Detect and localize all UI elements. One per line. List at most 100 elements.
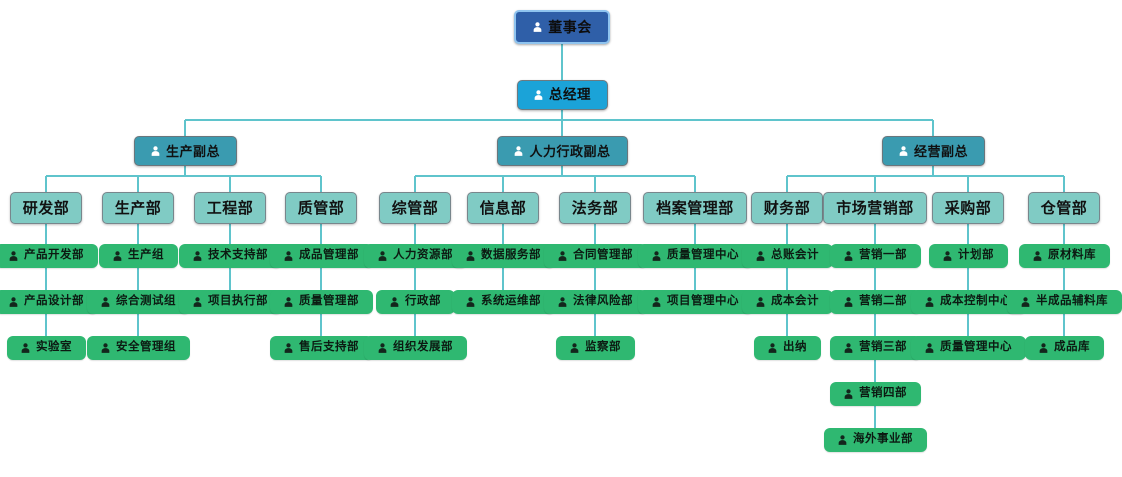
node-vp-1[interactable]: 人力行政副总 bbox=[496, 136, 628, 166]
node-vp-2[interactable]: 经营副总 bbox=[881, 136, 985, 166]
connector-dept-drop-9 bbox=[874, 176, 876, 192]
node-team-2-1[interactable]: 项目执行部 bbox=[178, 290, 282, 314]
node-team-3-2[interactable]: 售后支持部 bbox=[269, 336, 373, 360]
connector-gm-down bbox=[561, 110, 563, 120]
node-department-11[interactable]: 仓管部 bbox=[1028, 192, 1100, 224]
node-department-8[interactable]: 财务部 bbox=[751, 192, 823, 224]
node-team-0-1[interactable]: 产品设计部 bbox=[0, 290, 98, 314]
connector-dept-to-leaf-10 bbox=[967, 224, 969, 244]
node-department-2[interactable]: 工程部 bbox=[194, 192, 266, 224]
person-icon bbox=[898, 145, 909, 157]
node-team-11-0[interactable]: 原材料库 bbox=[1018, 244, 1110, 268]
node-team-3-1[interactable]: 质量管理部 bbox=[269, 290, 373, 314]
connector-leaf-chain-11-1 bbox=[1063, 314, 1065, 336]
node-team-6-2[interactable]: 监察部 bbox=[555, 336, 635, 360]
node-team-9-2[interactable]: 营销三部 bbox=[829, 336, 921, 360]
node-team-8-2-label: 出纳 bbox=[783, 341, 807, 354]
person-icon bbox=[1020, 296, 1031, 308]
node-team-11-2[interactable]: 成品库 bbox=[1024, 336, 1104, 360]
node-team-8-1[interactable]: 成本会计 bbox=[741, 290, 833, 314]
node-department-5[interactable]: 信息部 bbox=[467, 192, 539, 224]
person-icon bbox=[377, 342, 388, 354]
person-icon bbox=[389, 296, 400, 308]
person-icon bbox=[651, 250, 662, 262]
person-icon bbox=[569, 342, 580, 354]
node-team-10-0[interactable]: 计划部 bbox=[928, 244, 1008, 268]
connector-dept-to-leaf-0 bbox=[45, 224, 47, 244]
node-team-5-1[interactable]: 系统运维部 bbox=[451, 290, 555, 314]
node-team-9-1[interactable]: 营销二部 bbox=[829, 290, 921, 314]
node-department-3-label: 质管部 bbox=[297, 199, 345, 217]
connector-level2-drop-2 bbox=[932, 120, 934, 136]
connector-leaf-chain-4-0 bbox=[414, 268, 416, 290]
person-icon bbox=[465, 250, 476, 262]
node-team-8-0[interactable]: 总账会计 bbox=[741, 244, 833, 268]
node-department-7[interactable]: 档案管理部 bbox=[643, 192, 747, 224]
node-team-6-1[interactable]: 法律风险部 bbox=[543, 290, 647, 314]
node-team-0-0[interactable]: 产品开发部 bbox=[0, 244, 98, 268]
node-team-7-0-label: 质量管理中心 bbox=[667, 249, 739, 262]
node-team-10-1[interactable]: 成本控制中心 bbox=[910, 290, 1026, 314]
node-team-4-2[interactable]: 组织发展部 bbox=[363, 336, 467, 360]
node-team-10-2[interactable]: 质量管理中心 bbox=[910, 336, 1026, 360]
node-team-7-0[interactable]: 质量管理中心 bbox=[637, 244, 753, 268]
node-team-8-2[interactable]: 出纳 bbox=[753, 336, 821, 360]
node-team-8-0-label: 总账会计 bbox=[771, 249, 819, 262]
node-department-3[interactable]: 质管部 bbox=[285, 192, 357, 224]
person-icon bbox=[843, 388, 854, 400]
node-team-3-2-label: 售后支持部 bbox=[299, 341, 359, 354]
node-team-2-1-label: 项目执行部 bbox=[208, 295, 268, 308]
person-icon bbox=[150, 145, 161, 157]
node-team-1-1[interactable]: 综合测试组 bbox=[86, 290, 190, 314]
connector-leaf-chain-0-0 bbox=[45, 268, 47, 290]
node-department-6[interactable]: 法务部 bbox=[559, 192, 631, 224]
node-team-7-1[interactable]: 项目管理中心 bbox=[637, 290, 753, 314]
node-team-0-2[interactable]: 实验室 bbox=[6, 336, 86, 360]
node-team-4-0-label: 人力资源部 bbox=[393, 249, 453, 262]
connector-leaf-chain-11-0 bbox=[1063, 268, 1065, 290]
node-team-0-2-label: 实验室 bbox=[36, 341, 72, 354]
node-team-9-3[interactable]: 营销四部 bbox=[829, 382, 921, 406]
node-department-1[interactable]: 生产部 bbox=[102, 192, 174, 224]
node-team-6-0-label: 合同管理部 bbox=[573, 249, 633, 262]
node-vp-0[interactable]: 生产副总 bbox=[133, 136, 237, 166]
connector-leaf-chain-10-1 bbox=[967, 314, 969, 336]
node-department-4[interactable]: 综管部 bbox=[379, 192, 451, 224]
node-team-3-0[interactable]: 成品管理部 bbox=[269, 244, 373, 268]
node-team-9-0-label: 营销一部 bbox=[859, 249, 907, 262]
connector-dept-drop-11 bbox=[1063, 176, 1065, 192]
person-icon bbox=[192, 250, 203, 262]
node-team-5-0[interactable]: 数据服务部 bbox=[451, 244, 555, 268]
node-team-9-0[interactable]: 营销一部 bbox=[829, 244, 921, 268]
node-department-10[interactable]: 采购部 bbox=[932, 192, 1004, 224]
node-board-of-directors[interactable]: 董事会 bbox=[514, 10, 610, 44]
connector-dept-drop-3 bbox=[320, 176, 322, 192]
connector-leaf-chain-10-0 bbox=[967, 268, 969, 290]
connector-dept-to-leaf-7 bbox=[694, 224, 696, 244]
person-icon bbox=[942, 250, 953, 262]
node-team-1-2[interactable]: 安全管理组 bbox=[86, 336, 190, 360]
node-team-4-1[interactable]: 行政部 bbox=[375, 290, 455, 314]
node-team-8-1-label: 成本会计 bbox=[771, 295, 819, 308]
node-vp-0-label: 生产副总 bbox=[165, 143, 220, 159]
node-team-9-4-label: 海外事业部 bbox=[853, 433, 913, 446]
node-team-4-0[interactable]: 人力资源部 bbox=[363, 244, 467, 268]
connector-group-bus-0 bbox=[46, 175, 321, 177]
connector-leaf-chain-6-0 bbox=[594, 268, 596, 290]
connector-dept-drop-4 bbox=[414, 176, 416, 192]
node-team-10-1-label: 成本控制中心 bbox=[940, 295, 1012, 308]
node-team-2-0[interactable]: 技术支持部 bbox=[178, 244, 282, 268]
connector-leaf-chain-1-1 bbox=[137, 314, 139, 336]
connector-dept-drop-0 bbox=[45, 176, 47, 192]
node-general-manager[interactable]: 总经理 bbox=[516, 80, 608, 110]
connector-level2-drop-1 bbox=[561, 120, 563, 136]
node-team-6-0[interactable]: 合同管理部 bbox=[543, 244, 647, 268]
node-department-0[interactable]: 研发部 bbox=[10, 192, 82, 224]
connector-leaf-chain-6-1 bbox=[594, 314, 596, 336]
connector-leaf-chain-9-0 bbox=[874, 268, 876, 290]
node-team-9-4[interactable]: 海外事业部 bbox=[823, 428, 927, 452]
node-team-11-1[interactable]: 半成品辅料库 bbox=[1006, 290, 1122, 314]
node-team-1-0[interactable]: 生产组 bbox=[98, 244, 178, 268]
connector-dept-drop-8 bbox=[786, 176, 788, 192]
node-department-9[interactable]: 市场营销部 bbox=[823, 192, 927, 224]
